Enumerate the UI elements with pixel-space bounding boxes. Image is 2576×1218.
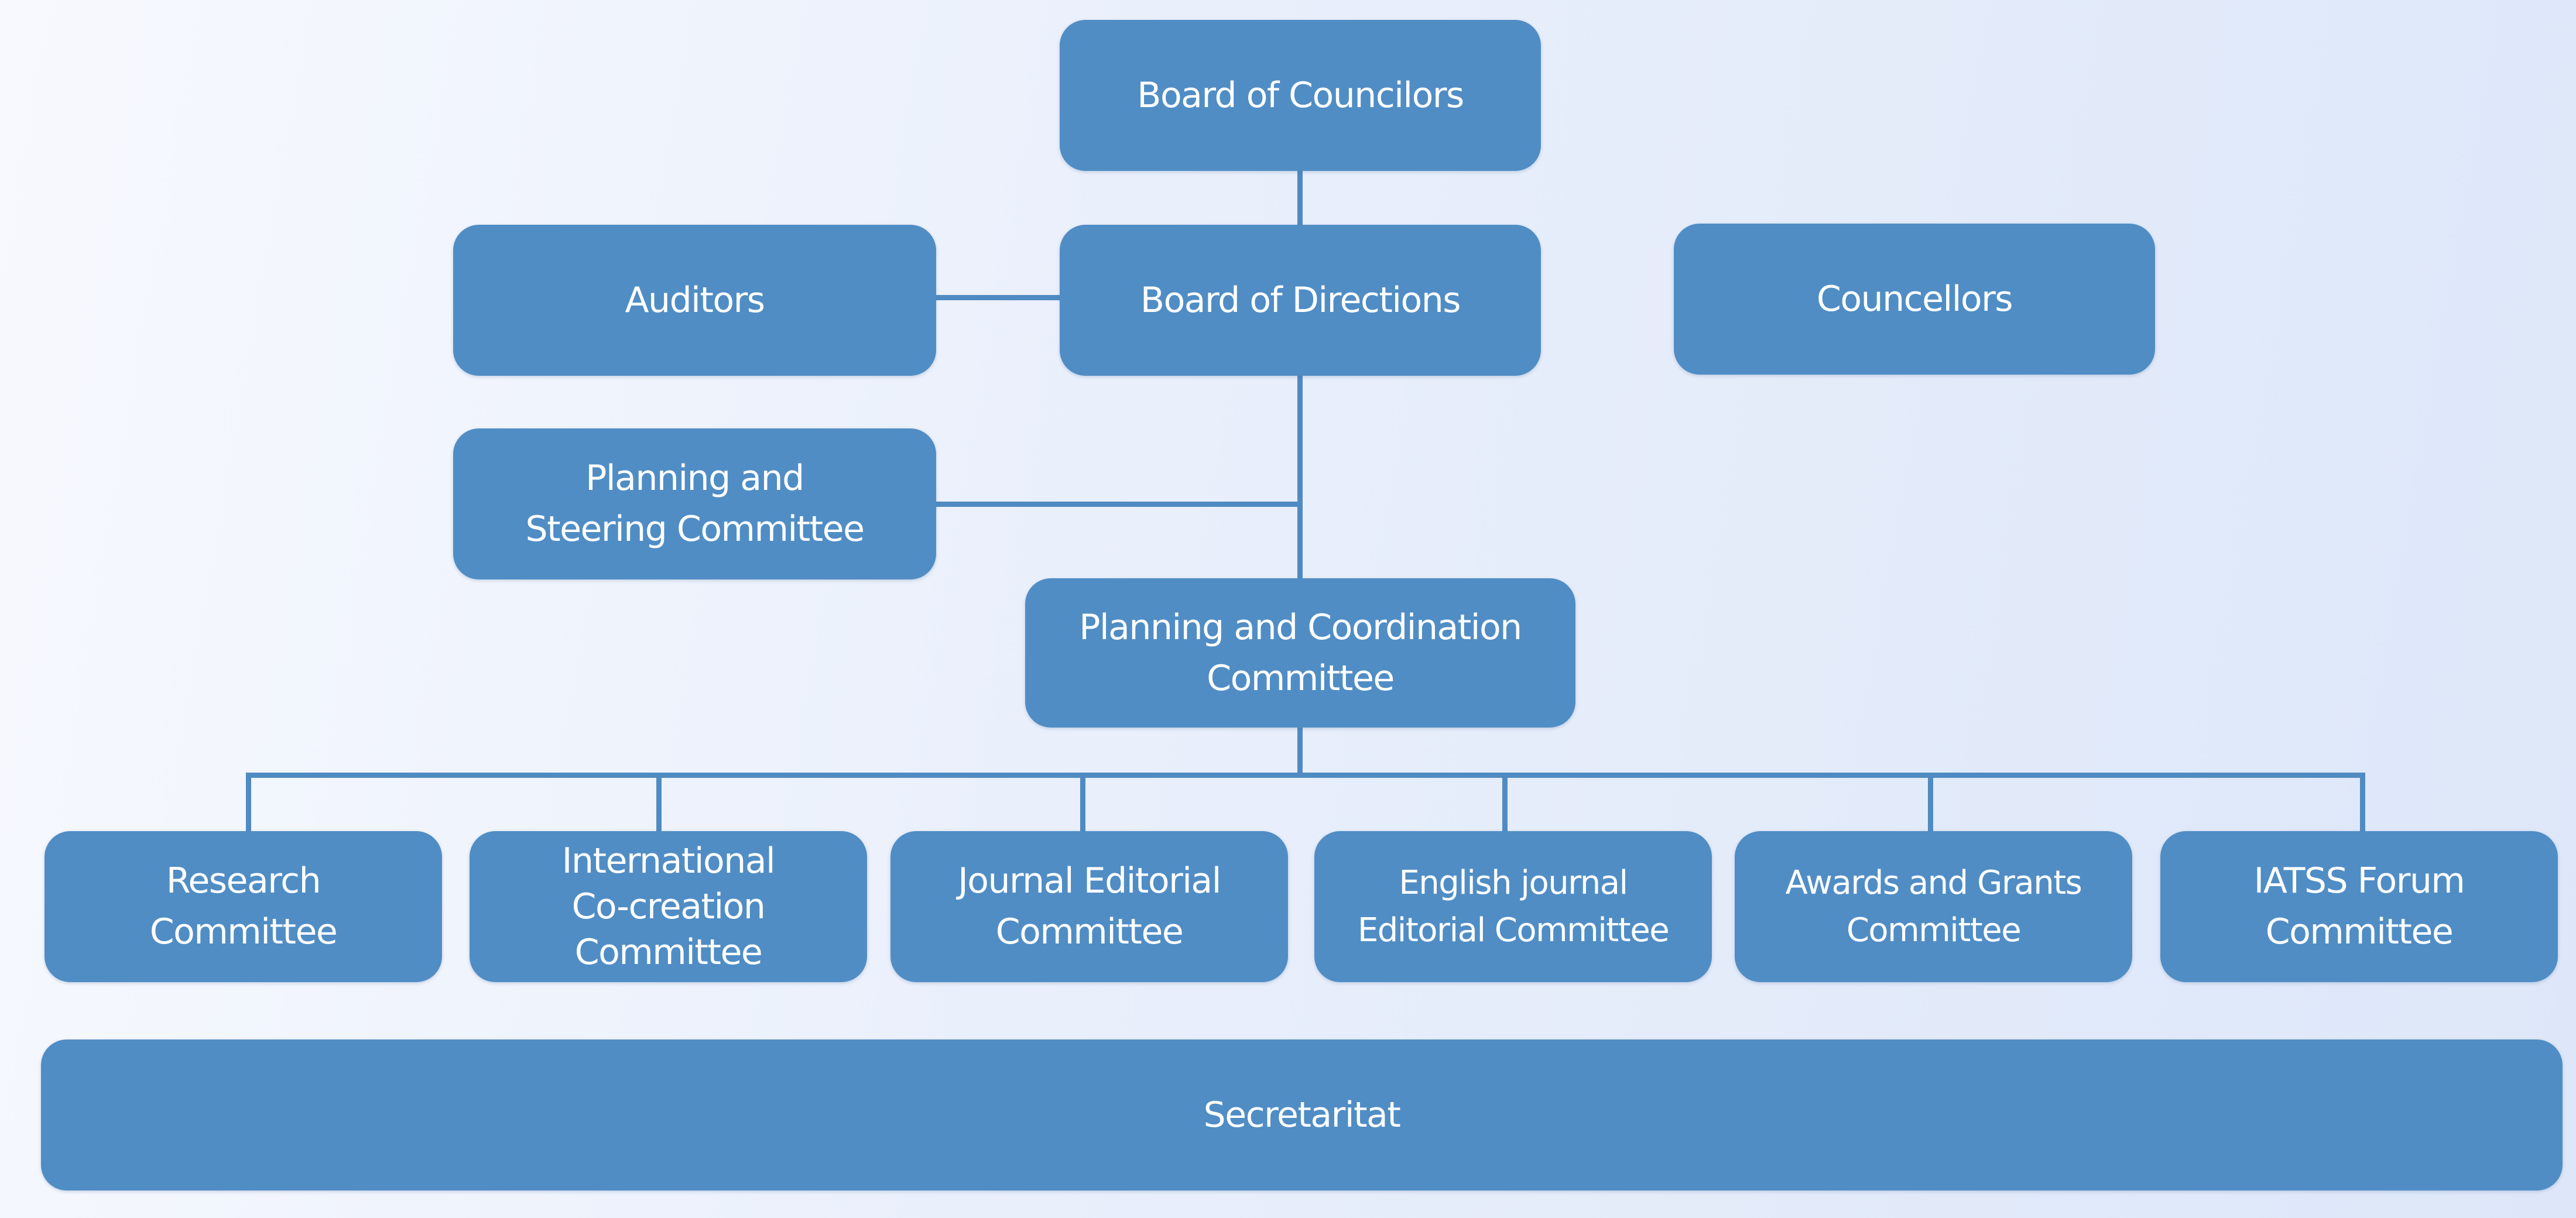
research-committee-box: Research Committee [44,831,442,982]
drop-line [1502,773,1508,832]
planning-coordination-committee-box: Planning and Coordination Committee [1025,578,1575,728]
drop-line [656,773,662,832]
drop-line [1080,773,1085,832]
connector-councilors-directions [1297,170,1303,226]
board-of-councilors-box: Board of Councilors [1060,20,1541,171]
connector-directions-coordination [1297,375,1303,579]
connector-coordination-bus [1297,726,1303,777]
drop-line [246,773,251,832]
awards-grants-committee-box: Awards and Grants Committee [1735,831,2132,982]
journal-editorial-committee-box: Journal Editorial Committee [890,831,1288,982]
connector-auditors-directions [935,295,1061,300]
committee-bus-line [246,773,2365,778]
iatss-forum-committee-box: IATSS Forum Committee [2160,831,2558,982]
secretariat-box: Secretaritat [41,1039,2563,1190]
drop-line [1928,773,1933,832]
planning-steering-committee-box: Planning and Steering Committee [453,428,936,579]
board-of-directions-box: Board of Directions [1060,225,1541,376]
councellors-box: Councellors [1674,224,2155,375]
connector-steering-trunk [935,502,1303,507]
international-cocreation-committee-box: International Co-creation Committee [470,831,867,982]
auditors-box: Auditors [453,225,936,376]
drop-line [2360,773,2365,832]
english-journal-editorial-committee-box: English journal Editorial Committee [1314,831,1712,982]
